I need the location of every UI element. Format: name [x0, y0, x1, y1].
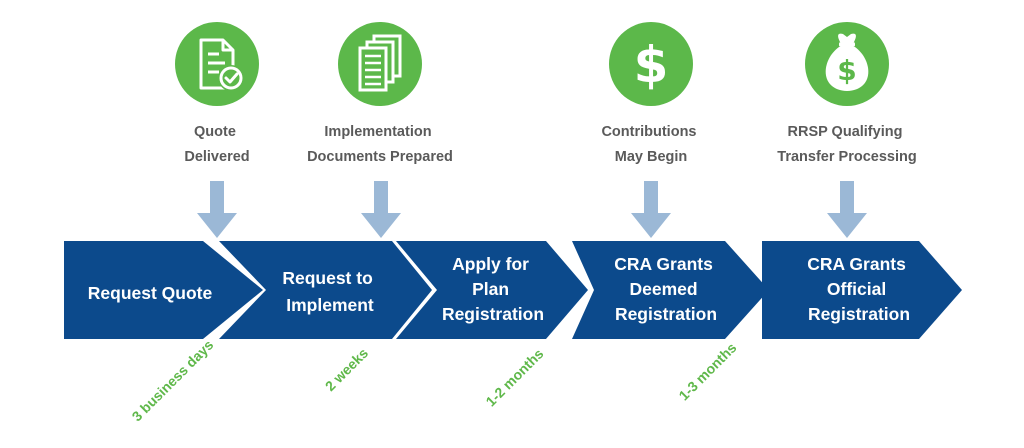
milestone-1-line-2: Delivered — [184, 149, 249, 165]
step-4-line-1: CRA Grants — [614, 254, 713, 274]
milestone-4-line-2: Transfer Processing — [777, 149, 916, 165]
down-arrow-1 — [197, 181, 237, 238]
step-5-line-3: Registration — [808, 304, 910, 324]
duration-label-1: 3 business days — [129, 336, 217, 424]
step-4-line-3: Registration — [615, 304, 717, 324]
duration-label-4: 1-3 months — [675, 339, 739, 403]
milestone-label-3: Contributions May Begin — [601, 124, 700, 165]
step-chevron-3 — [396, 241, 588, 339]
step-label-3: Apply for Plan Registration — [442, 254, 544, 324]
milestone-3-line-1: Contributions — [601, 124, 696, 140]
step-2-line-1: Request to — [282, 268, 372, 288]
milestone-2-line-1: Implementation — [324, 124, 431, 140]
duration-label-2: 2 weeks — [322, 345, 371, 394]
step-chevron-5 — [762, 241, 962, 339]
step-5-line-2: Official — [827, 279, 886, 299]
milestone-3-line-2: May Begin — [615, 149, 688, 165]
duration-label-3: 1-2 months — [482, 345, 546, 409]
svg-text:$: $ — [837, 54, 856, 87]
dollar-icon: $ — [609, 22, 693, 106]
step-label-2: Request to Implement — [282, 268, 377, 315]
step-label-1: Request Quote — [88, 283, 213, 303]
milestone-2-line-2: Documents Prepared — [307, 149, 453, 165]
step-4-line-2: Deemed — [630, 279, 698, 299]
step-chevron-2 — [219, 241, 432, 339]
step-2-line-2: Implement — [286, 295, 374, 315]
down-arrow-4 — [827, 181, 867, 238]
step-1-line-1: Request Quote — [88, 283, 213, 303]
step-label-5: CRA Grants Official Registration — [807, 254, 910, 324]
milestone-label-4: RRSP Qualifying Transfer Processing — [777, 124, 916, 165]
milestone-1-line-1: Quote — [194, 124, 236, 140]
step-3-line-3: Registration — [442, 304, 544, 324]
milestone-label-2: Implementation Documents Prepared — [307, 124, 453, 165]
step-label-4: CRA Grants Deemed Registration — [614, 254, 717, 324]
svg-text:$: $ — [634, 36, 669, 94]
documents-stack-icon — [338, 22, 422, 106]
down-arrow-2 — [361, 181, 401, 238]
step-3-line-1: Apply for — [452, 254, 529, 274]
document-check-icon — [175, 22, 259, 106]
down-arrow-3 — [631, 181, 671, 238]
step-5-line-1: CRA Grants — [807, 254, 906, 274]
step-chevron-1 — [64, 241, 263, 339]
step-chevron-4 — [572, 241, 769, 339]
milestone-label-1: Quote Delivered — [184, 124, 249, 165]
step-3-line-2: Plan — [472, 279, 509, 299]
milestone-4-line-1: RRSP Qualifying — [788, 124, 903, 140]
money-bag-icon: $ — [805, 22, 889, 106]
